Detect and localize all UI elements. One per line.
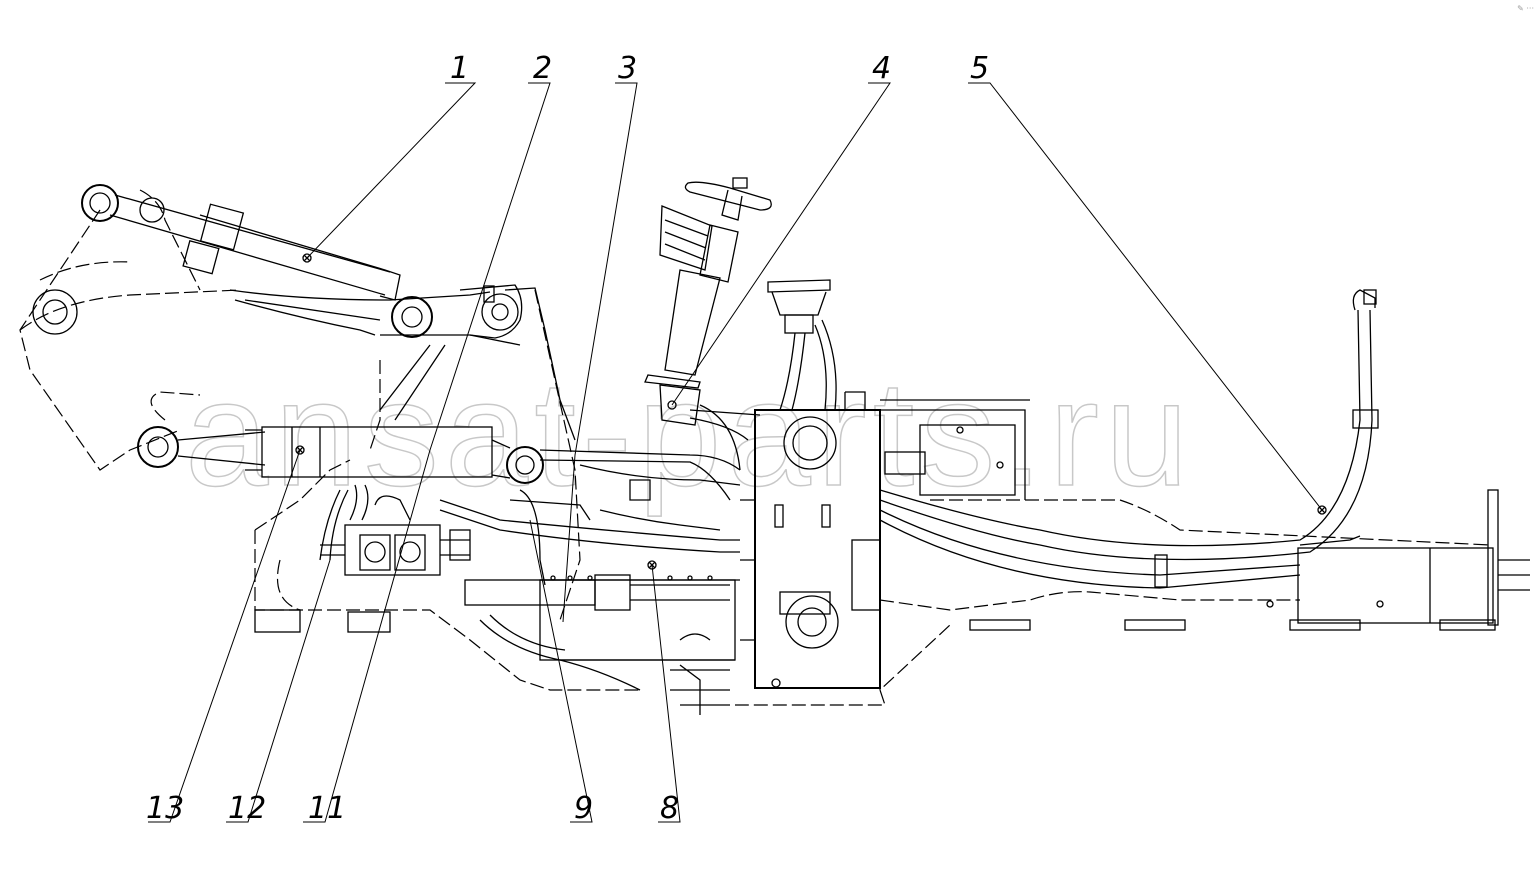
callout-11: 11 — [308, 791, 346, 826]
callouts: 1 2 3 4 5 13 12 11 9 8 — [146, 51, 989, 826]
lift-cylinder — [137, 391, 544, 484]
pilot-hoses — [539, 404, 761, 501]
bucket-cylinder — [81, 184, 491, 338]
callout-4: 4 — [872, 51, 891, 86]
steering-cylinder — [464, 560, 740, 715]
callout-12: 12 — [228, 791, 266, 826]
rear-hoses — [879, 289, 1379, 589]
rear-frame — [735, 399, 1530, 706]
hydraulic-tank — [740, 391, 881, 689]
callout-9: 9 — [574, 791, 593, 826]
callout-2: 2 — [533, 51, 552, 86]
watermark: ansat-parts.ru — [185, 349, 1194, 517]
leader-lines — [148, 82, 1323, 823]
control-valve — [319, 484, 471, 576]
steering-column — [644, 177, 772, 426]
callout-8: 8 — [660, 791, 679, 826]
boom-bracket — [379, 284, 576, 441]
callout-5: 5 — [970, 51, 989, 86]
mid-hoses — [439, 479, 740, 586]
pilot-valve — [767, 279, 837, 411]
callout-3: 3 — [618, 51, 637, 86]
callout-1: 1 — [450, 51, 469, 86]
callout-13: 13 — [146, 791, 184, 826]
corner-mark-icon: ✎ ··· — [1517, 4, 1534, 13]
